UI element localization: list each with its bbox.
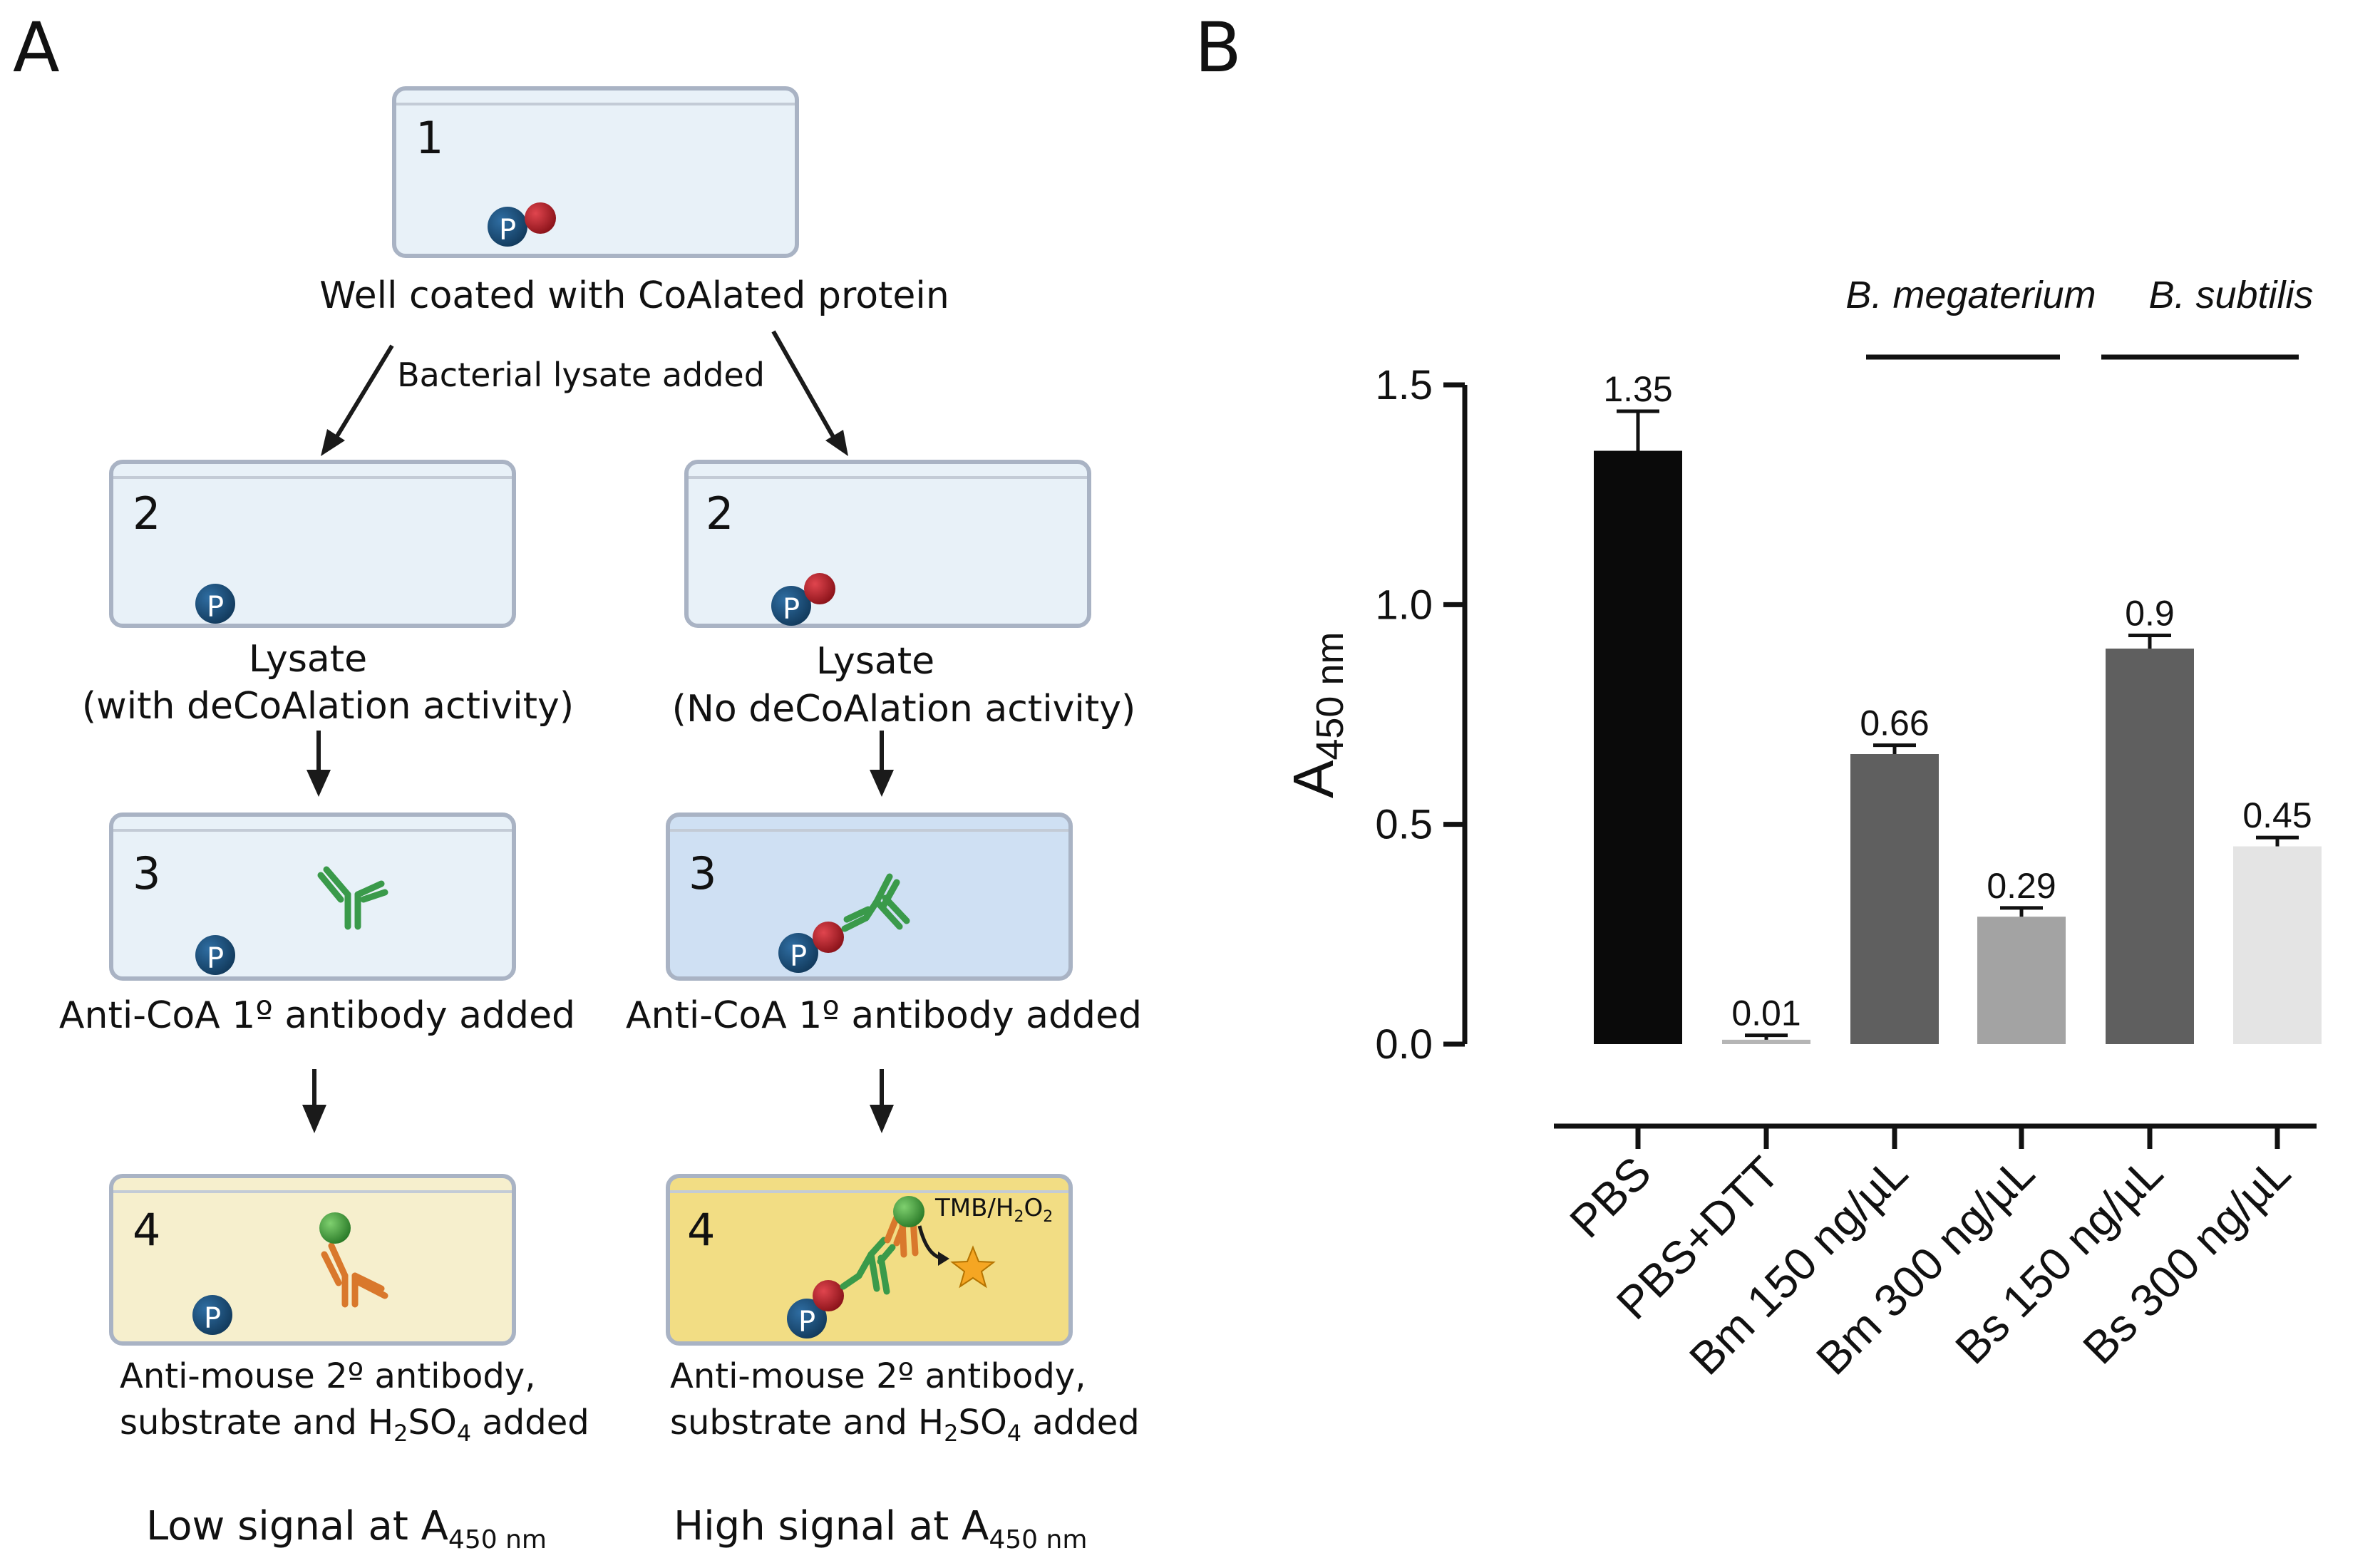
data-label: 0.66 xyxy=(1860,703,1929,743)
protein-icon: P xyxy=(195,584,235,624)
panel-a-label: A xyxy=(13,8,60,88)
left-step-4-number: 4 xyxy=(133,1204,160,1256)
right-step-2-caption-line2: (No deCoAlation activity) xyxy=(672,688,1136,731)
left-step-2-caption-line1: Lysate xyxy=(249,638,367,681)
x-tick-label: Bm 300 ng/µL xyxy=(1806,1147,2044,1385)
arrowhead-left-3-4 xyxy=(302,1105,326,1133)
primary-antibody-bound-icon xyxy=(841,873,910,932)
bar xyxy=(1977,917,2066,1044)
well-right-step-2: 2 P xyxy=(684,460,1091,628)
bar xyxy=(1594,450,1682,1044)
tmb-label: TMB/H2O2 xyxy=(934,1194,1053,1226)
p-bead-label: P xyxy=(204,1302,221,1335)
left-step-2-caption-line2: (with deCoAlation activity) xyxy=(82,685,574,728)
data-label: 0.45 xyxy=(2242,795,2312,835)
right-result-label: High signal at A450 nm xyxy=(674,1503,1087,1554)
protein-icon: P xyxy=(192,1295,232,1335)
p-bead-label: P xyxy=(499,214,516,247)
bar xyxy=(1850,754,1939,1044)
right-step-2-number: 2 xyxy=(706,488,733,540)
branch-label: Bacterial lysate added xyxy=(397,356,765,394)
well-left-step-3: 3 P xyxy=(109,813,516,981)
step-1-caption: Well coated with CoAlated protein xyxy=(319,274,949,317)
left-result-label: Low signal at A450 nm xyxy=(146,1503,547,1554)
data-label: 0.9 xyxy=(2125,594,2175,634)
hrp-enzyme-icon xyxy=(319,1212,351,1244)
reaction-arrowhead xyxy=(938,1252,949,1266)
branch-arrowhead-left xyxy=(321,429,345,456)
left-step-2-number: 2 xyxy=(133,488,160,540)
right-step-4-caption-line1: Anti-mouse 2º antibody, xyxy=(670,1356,1086,1396)
branch-arrow-left xyxy=(331,344,394,443)
y-ticks: 0.0 0.5 1.0 1.5 xyxy=(1375,362,1465,1068)
p-bead-label: P xyxy=(790,940,807,973)
well-left-step-4: 4 P xyxy=(109,1174,516,1346)
well-step-1: 1 P xyxy=(392,86,799,258)
p-bead-label: P xyxy=(207,591,224,624)
p-bead-label: P xyxy=(798,1306,815,1338)
left-step-3-number: 3 xyxy=(133,847,160,899)
group-label-subtilis: B. subtilis xyxy=(2148,274,2313,316)
left-step-4-caption-line2: substrate and H2SO4 added xyxy=(120,1403,589,1447)
well-left-step-2: 2 P xyxy=(109,460,516,628)
y-tick-label: 1.5 xyxy=(1375,362,1433,408)
arrowhead-right-3-4 xyxy=(870,1105,894,1133)
bar xyxy=(1722,1039,1810,1044)
bar xyxy=(2233,846,2322,1044)
coalated-protein-icon: P xyxy=(771,573,835,626)
right-step-4-number: 4 xyxy=(687,1204,715,1256)
right-step-2-caption-line1: Lysate xyxy=(816,640,934,683)
primary-antibody-icon xyxy=(317,866,388,930)
panel-b-label: B xyxy=(1195,8,1242,88)
x-tick-label: PBS xyxy=(1560,1147,1660,1247)
group-label-megaterium: B. megaterium xyxy=(1845,274,2096,316)
p-bead-label: P xyxy=(207,942,224,975)
coalated-protein-icon: P xyxy=(787,1280,844,1338)
p-bead-label: P xyxy=(783,593,800,626)
right-step-3-number: 3 xyxy=(689,847,716,899)
arrowhead-left-2-3 xyxy=(306,770,331,797)
well-right-step-4: 4 P TMB/H2O2 xyxy=(666,1174,1073,1346)
y-axis-label: A450 nm xyxy=(1282,632,1351,798)
right-step-3-caption: Anti-CoA 1º antibody added xyxy=(626,994,1142,1037)
x-tick-label: Bm 150 ng/µL xyxy=(1679,1147,1917,1385)
y-tick-label: 1.0 xyxy=(1375,582,1433,628)
bar-chart: B. megaterium B. subtilis A450 nm 0.0 0.5… xyxy=(1282,274,2322,1385)
y-tick-label: 0.5 xyxy=(1375,802,1433,848)
bar xyxy=(2106,649,2194,1044)
hrp-enzyme-icon xyxy=(893,1196,924,1227)
bars: 1.35 0.01 0.66 0.29 0.9 0.45 xyxy=(1594,369,2322,1044)
data-label: 0.29 xyxy=(1987,866,2056,906)
left-step-4-caption-line1: Anti-mouse 2º antibody, xyxy=(120,1356,535,1396)
product-star-icon xyxy=(950,1245,996,1289)
arrowhead-right-2-3 xyxy=(870,770,894,797)
data-label: 1.35 xyxy=(1603,369,1672,409)
coalated-protein-icon: P xyxy=(778,922,844,973)
y-tick-label: 0.0 xyxy=(1375,1021,1433,1068)
branch-arrow-right xyxy=(771,330,838,443)
right-step-4-caption-line2: substrate and H2SO4 added xyxy=(670,1403,1140,1447)
branch-arrowhead-right xyxy=(825,430,848,456)
data-label: 0.01 xyxy=(1731,994,1801,1033)
coalated-protein-icon: P xyxy=(488,202,556,247)
left-step-3-caption: Anti-CoA 1º antibody added xyxy=(59,994,575,1037)
secondary-antibody-icon xyxy=(321,1242,388,1308)
protein-icon: P xyxy=(195,935,235,975)
step-1-number: 1 xyxy=(416,112,443,164)
well-right-step-3: 3 P xyxy=(666,813,1073,981)
primary-antibody-bound-icon xyxy=(840,1237,896,1295)
